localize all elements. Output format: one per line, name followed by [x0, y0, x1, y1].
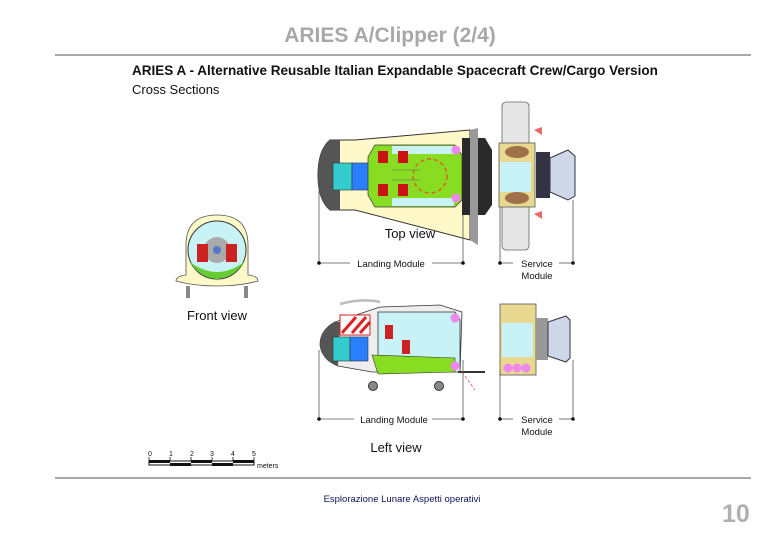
left-view-dimensions	[318, 350, 574, 420]
left-landing-module-label: Landing Module	[360, 415, 428, 426]
left-view-landing-module	[319, 299, 485, 391]
scale-tick-5: 5	[252, 451, 256, 458]
front-view	[175, 214, 259, 298]
scale-tick-3: 3	[210, 451, 214, 458]
slide-title: ARIES A/Clipper (2/4)	[284, 24, 496, 47]
slide-subtitle: ARIES A - Alternative Reusable Italian E…	[132, 63, 658, 78]
top-view-service-module	[498, 101, 576, 251]
top-view-dimensions	[318, 190, 574, 264]
page-number: 10	[722, 500, 750, 528]
front-view-label: Front view	[187, 308, 248, 323]
left-view-label: Left view	[370, 440, 422, 455]
top-landing-module-label: Landing Module	[357, 259, 425, 270]
scale-bar	[148, 457, 255, 466]
top-service-module-label-1: Service	[521, 259, 553, 270]
top-view-landing-module	[317, 128, 492, 245]
scale-tick-2: 2	[190, 451, 194, 458]
left-service-module-label-1: Service	[521, 415, 553, 426]
scale-tick-0: 0	[148, 451, 152, 458]
footer-divider	[55, 477, 751, 479]
scale-tick-1: 1	[169, 451, 173, 458]
section-label: Cross Sections	[132, 82, 220, 97]
left-service-module-label-2: Module	[521, 427, 552, 438]
top-service-module-label-2: Module	[521, 271, 552, 282]
footer-text: Esplorazione Lunare Aspetti operativi	[323, 494, 481, 505]
top-view-label: Top view	[385, 226, 436, 241]
scale-unit: meters	[257, 463, 279, 470]
scale-tick-4: 4	[231, 451, 235, 458]
title-divider	[55, 54, 751, 56]
left-view-service-module	[499, 303, 571, 376]
